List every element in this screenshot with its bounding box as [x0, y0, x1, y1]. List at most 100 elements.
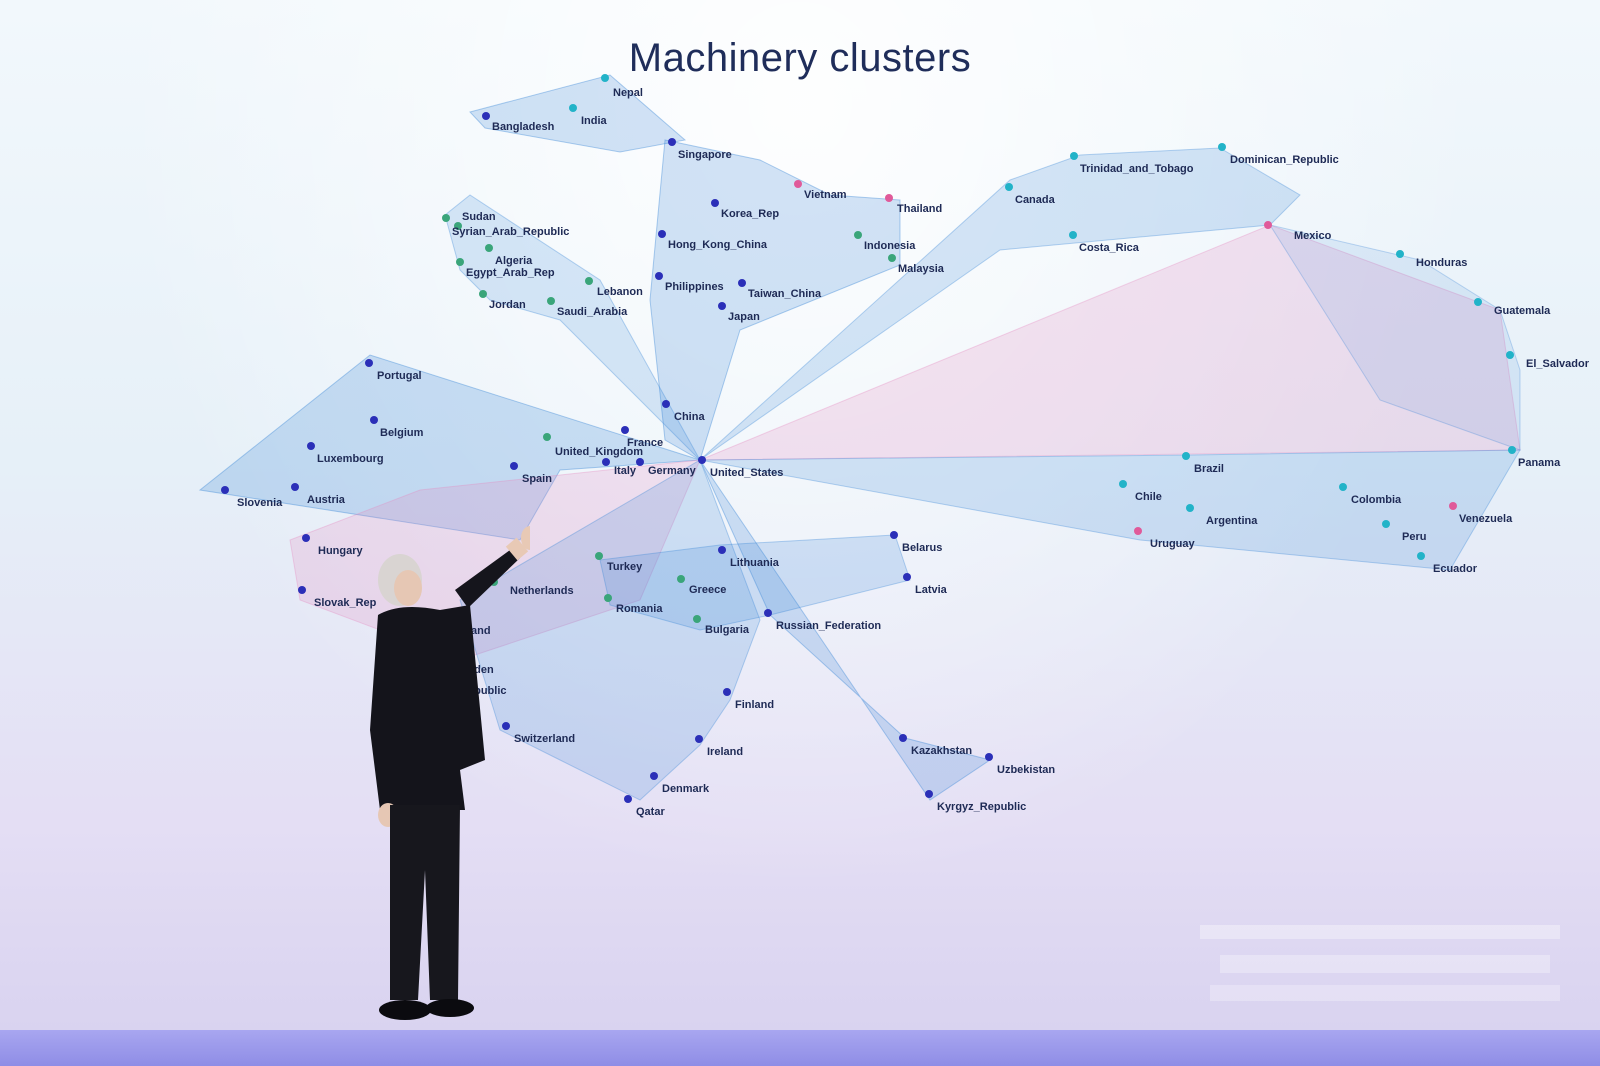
node-austria [291, 483, 299, 491]
node-bangladesh [482, 112, 490, 120]
label-kazakhstan: Kazakhstan [911, 745, 972, 757]
node-korea-rep [711, 199, 719, 207]
label-indonesia: Indonesia [864, 240, 916, 252]
node-lebanon [585, 277, 593, 285]
hull-western-europe [198, 354, 701, 541]
label-slovak-rep: Slovak_Rep [314, 597, 377, 609]
label-belarus: Belarus [902, 542, 942, 554]
node-slovak-rep [298, 586, 306, 594]
stage-floor [0, 1030, 1600, 1066]
event-watermark-graphic [1200, 915, 1580, 1015]
watermark-logo-icon [1200, 925, 1560, 1001]
hull-central-america [1268, 224, 1521, 451]
node-saudi-arabia [547, 297, 555, 305]
label-turkey: Turkey [607, 561, 643, 573]
label-peru: Peru [1402, 531, 1426, 543]
label-italy: Italy [614, 465, 637, 477]
label-russian-federation: Russian_Federation [776, 620, 881, 632]
label-greece: Greece [689, 584, 726, 596]
label-malaysia: Malaysia [898, 263, 945, 275]
node-sudan [442, 214, 450, 222]
node-qatar [624, 795, 632, 803]
node-kyrgyz-republic [925, 790, 933, 798]
node-argentina [1186, 504, 1194, 512]
label-uruguay: Uruguay [1150, 538, 1196, 550]
node-latvia [903, 573, 911, 581]
label-el-salvador: El_Salvador [1526, 358, 1590, 370]
label-ireland: Ireland [707, 746, 743, 758]
node-vietnam [794, 180, 802, 188]
label-spain: Spain [522, 473, 552, 485]
label-canada: Canada [1015, 194, 1056, 206]
presenter-shoe-right [426, 999, 474, 1017]
node-dominican-republic [1218, 143, 1226, 151]
node-trinidad-and-tobago [1070, 152, 1078, 160]
label-egypt-arab-rep: Egypt_Arab_Rep [466, 267, 555, 279]
country-labels: NepalIndiaBangladeshSingaporeVietnamThai… [237, 87, 1590, 818]
node-bulgaria [693, 615, 701, 623]
label-jordan: Jordan [489, 299, 526, 311]
projection-screen [0, 0, 1600, 1030]
node-hungary [302, 534, 310, 542]
label-finland: Finland [735, 699, 774, 711]
node-romania [604, 594, 612, 602]
node-canada [1005, 183, 1013, 191]
node-algeria [485, 244, 493, 252]
label-chile: Chile [1135, 491, 1162, 503]
label-panama: Panama [1518, 457, 1561, 469]
node-indonesia [854, 231, 862, 239]
label-slovenia: Slovenia [237, 497, 283, 509]
presenter-arm [455, 550, 520, 608]
node-el-salvador [1506, 351, 1514, 359]
label-hong-kong-china: Hong_Kong_China [668, 239, 768, 251]
node-kazakhstan [899, 734, 907, 742]
node-thailand [885, 194, 893, 202]
presenter-jacket [370, 605, 485, 810]
label-japan: Japan [728, 311, 760, 323]
node-syrian-arab-republic [454, 222, 462, 230]
label-singapore: Singapore [678, 149, 732, 161]
label-saudi-arabia: Saudi_Arabia [557, 306, 628, 318]
label-vietnam: Vietnam [804, 189, 847, 201]
node-costa-rica [1069, 231, 1077, 239]
node-germany [636, 458, 644, 466]
label-land: land [468, 625, 491, 637]
node-japan [718, 302, 726, 310]
label-mexico: Mexico [1294, 230, 1332, 242]
node-belarus [890, 531, 898, 539]
node-greece [677, 575, 685, 583]
node-brazil [1182, 452, 1190, 460]
hull-central-asia [699, 459, 992, 801]
label-luxembourg: Luxembourg [317, 453, 384, 465]
label-germany: Germany [648, 465, 697, 477]
node-ecuador [1417, 552, 1425, 560]
label-france: France [627, 437, 663, 449]
label-switzerland: Switzerland [514, 733, 575, 745]
label-denmark: Denmark [662, 783, 710, 795]
hull-middle-east [444, 194, 701, 461]
hull-northern-europe [459, 459, 761, 801]
label-ecuador: Ecuador [1433, 563, 1478, 575]
node-peru [1382, 520, 1390, 528]
label-romania: Romania [616, 603, 663, 615]
node-uzbekistan [985, 753, 993, 761]
label-united-states: United_States [710, 467, 783, 479]
node-lithuania [718, 546, 726, 554]
label-venezuela: Venezuela [1459, 513, 1513, 525]
hull-south-america [699, 449, 1521, 571]
node-russian-federation [764, 609, 772, 617]
cluster-network-graph: NepalIndiaBangladeshSingaporeVietnamThai… [198, 74, 1590, 818]
node-panama [1508, 446, 1516, 454]
label-taiwan-china: Taiwan_China [748, 288, 822, 300]
node-ireland [695, 735, 703, 743]
label-china: China [674, 411, 705, 423]
node-france [621, 426, 629, 434]
label-united-kingdom: United_Kingdom [555, 446, 643, 458]
node-belgium [370, 416, 378, 424]
label-colombia: Colombia [1351, 494, 1402, 506]
node-honduras [1396, 250, 1404, 258]
label-uzbekistan: Uzbekistan [997, 764, 1055, 776]
cluster-hulls [198, 74, 1521, 801]
label-korea-rep: Korea_Rep [721, 208, 779, 220]
label-india: India [581, 115, 608, 127]
